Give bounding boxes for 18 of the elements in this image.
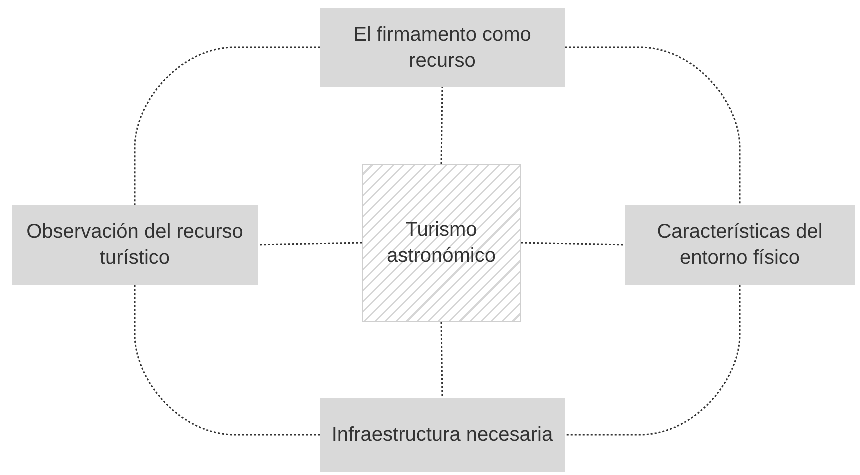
dotted-connector xyxy=(134,46,320,205)
dotted-connector xyxy=(440,322,444,398)
dotted-connector xyxy=(258,242,362,246)
dotted-connector xyxy=(520,242,626,246)
box-label: Observación del recurso turístico xyxy=(26,220,244,271)
box-label: Características del entorno físico xyxy=(656,220,824,271)
box-label: El firmamento como recurso xyxy=(352,22,532,74)
box-label: Infraestructura necesaria xyxy=(332,423,554,448)
box-label: Turismo astronómico xyxy=(386,218,497,269)
concept-box xyxy=(625,205,855,285)
dotted-connector xyxy=(440,86,444,164)
dotted-connector xyxy=(565,46,741,205)
dotted-connector xyxy=(565,285,741,436)
concept-box xyxy=(12,205,258,285)
concept-box xyxy=(320,398,565,472)
dotted-connector xyxy=(134,285,320,436)
concept-box xyxy=(320,8,565,87)
hatched-box xyxy=(362,164,521,322)
